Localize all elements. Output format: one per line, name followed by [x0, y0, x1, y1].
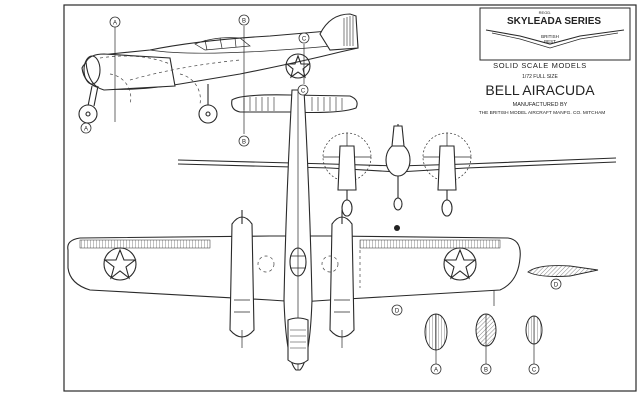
callout-c-mid: C — [297, 84, 309, 96]
callout-b-lower-label: B — [242, 140, 246, 146]
callout-d-plan: D — [391, 304, 403, 316]
callout-c-section: C — [528, 363, 540, 375]
sheet-border — [63, 4, 637, 392]
title-scale: 1/72 FULL SIZE — [522, 74, 558, 80]
callout-b-section: B — [480, 363, 492, 375]
callout-a-bottom: A — [80, 122, 92, 134]
side-view — [78, 13, 359, 124]
callout-a-top-label: A — [113, 21, 117, 27]
callout-b-lower: B — [238, 135, 250, 147]
fuselage-sections — [424, 313, 543, 364]
callout-c-mid-label: C — [301, 89, 306, 95]
callout-b-top: B — [238, 14, 250, 26]
callout-b-top-label: B — [242, 19, 246, 25]
title-regd: REGD. — [539, 10, 552, 15]
plan-view — [67, 89, 521, 371]
title-block: REGD. SKYLEADA SERIES BRITISH BEST SOLID… — [479, 7, 631, 116]
callout-c-top: C — [298, 32, 310, 44]
callout-c-top-label: C — [302, 37, 307, 43]
callout-a-top: A — [109, 16, 121, 28]
title-maker: THE BRITISH MODEL AIRCRAFT MANFG. CO. MI… — [479, 110, 606, 116]
callout-a-section-label: A — [434, 368, 438, 374]
callout-b-section-label: B — [484, 368, 488, 374]
section-lines — [114, 26, 305, 134]
title-british: BRITISH — [541, 34, 559, 39]
title-best: BEST — [544, 39, 556, 44]
callout-a-bottom-label: A — [84, 127, 88, 133]
callout-d-section: D — [550, 278, 562, 290]
title-subtitle: SOLID SCALE MODELS — [493, 61, 587, 70]
callout-c-section-label: C — [532, 368, 537, 374]
callout-d-section-label: D — [554, 283, 559, 289]
front-view — [177, 124, 617, 217]
callout-d-plan-label: D — [395, 309, 400, 315]
fuel-cap-mark — [394, 225, 400, 231]
title-aircraft-name: BELL AIRACUDA — [485, 82, 595, 98]
title-manufactured: MANUFACTURED BY — [513, 102, 568, 108]
title-series: SKYLEADA SERIES — [507, 16, 601, 27]
wing-section-d — [493, 265, 599, 306]
callout-a-section: A — [430, 363, 442, 375]
